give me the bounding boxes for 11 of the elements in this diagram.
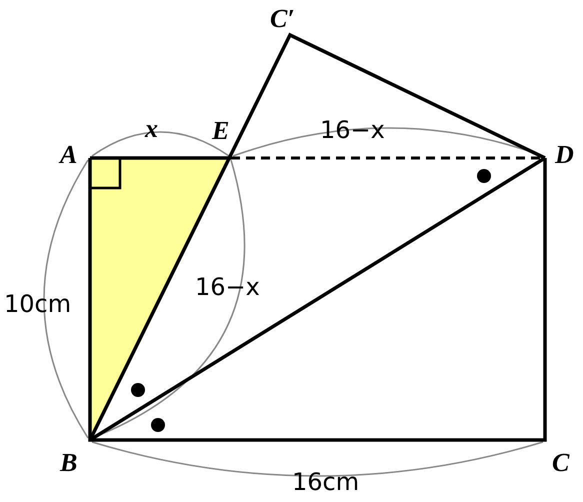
point-label: D xyxy=(555,142,574,168)
length-label: 10cm xyxy=(4,292,72,316)
point-label: C′ xyxy=(270,6,295,32)
point-label: C xyxy=(552,450,570,476)
point-label: B xyxy=(60,450,78,476)
length-label: x xyxy=(145,116,158,142)
point-label: A xyxy=(60,142,78,168)
length-label: 16cm xyxy=(292,470,360,494)
point-label: E xyxy=(212,118,230,144)
length-label: 16−x xyxy=(195,275,260,299)
length-label: 16−x xyxy=(320,118,385,142)
